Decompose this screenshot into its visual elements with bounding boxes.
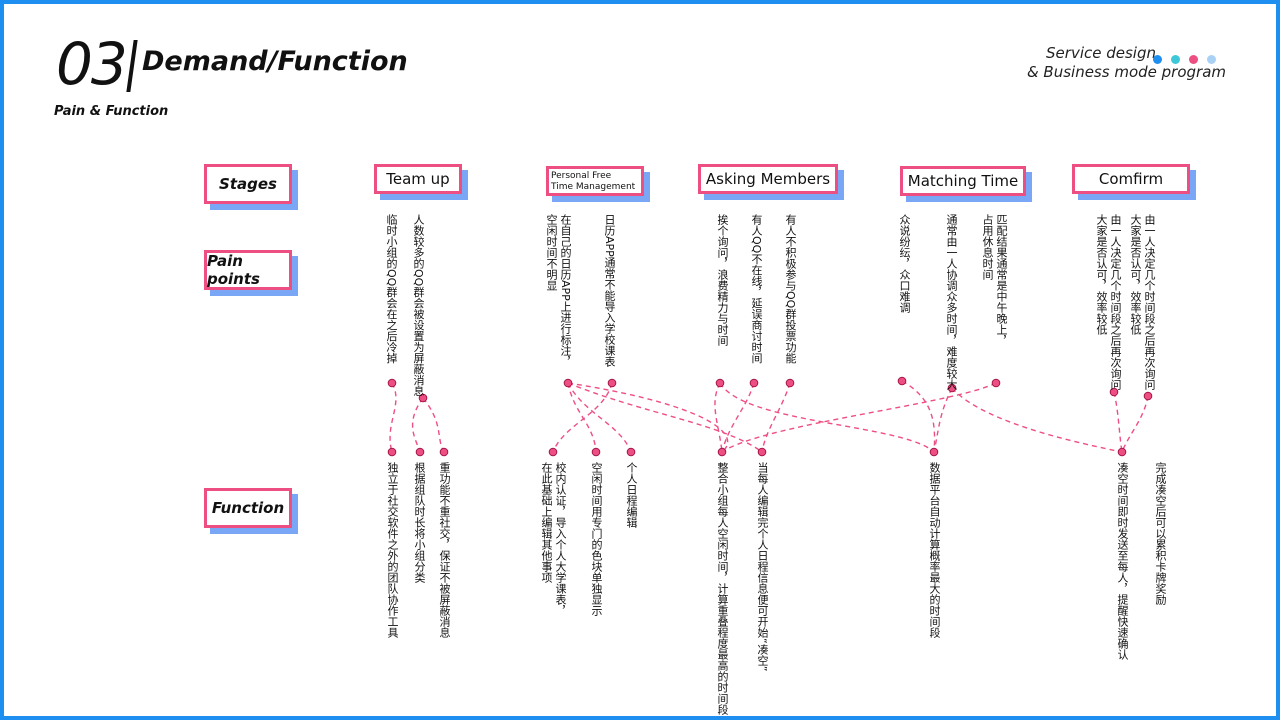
stage-team-up: Team up	[374, 164, 462, 194]
pain-dot-7	[785, 378, 795, 388]
stage-confirm: Comfirm	[1072, 164, 1190, 194]
func-text-campus-auth: 校内认证，导入个人大学课表， 在此基础上编辑其他事项	[540, 462, 567, 616]
pain-text-calendar-import: 日历APP通常不能导入学校课表	[603, 214, 616, 367]
func-dot-2	[415, 447, 425, 457]
stage-matching-label: Matching Time	[907, 172, 1019, 190]
connector-7	[567, 382, 763, 453]
stage-asking-label: Asking Members	[705, 170, 831, 188]
section-title: Demand/Function	[142, 46, 408, 77]
decorative-dots	[1144, 49, 1216, 68]
connector-18	[1121, 395, 1149, 453]
func-text-no-social: 重功能不重社交，保证不被屏蔽消息	[438, 462, 451, 638]
stage-matching-time: Matching Time	[900, 166, 1026, 196]
func-dot-4	[548, 447, 558, 457]
stages-row-label: Stages	[204, 164, 292, 204]
connector-12	[719, 382, 935, 453]
stage-personal-line-2: Time Management	[551, 182, 636, 192]
pain-dot-11	[1109, 387, 1119, 397]
func-text-color-blocks: 空闲时间用专门的色块单独显示	[590, 462, 603, 616]
func-dot-3	[439, 447, 449, 457]
func-dot-8	[757, 447, 767, 457]
section-number: 03	[56, 30, 128, 98]
pain-text-poll: 有人不积极参与QQ群投票功能	[784, 214, 797, 364]
slide: 03 Demand/Function Pain & Function Servi…	[4, 4, 1276, 716]
connector-lines	[387, 376, 1153, 457]
stage-confirm-label: Comfirm	[1098, 170, 1164, 188]
dot-pink	[1189, 55, 1198, 64]
pain-dot-9	[947, 383, 957, 393]
pain-dot-10	[991, 378, 1001, 388]
connector-5	[567, 382, 597, 453]
func-dot-9	[929, 447, 939, 457]
pain-text-disagreement: 众说纷纭，众口难调	[898, 214, 911, 313]
func-dot-5	[591, 447, 601, 457]
pain-points-row-label: Pain points	[204, 250, 292, 290]
func-text-instant-notify: 凑空时间即时发送至每人，提醒快速确认	[1116, 462, 1129, 660]
pain-text-coordination: 通常由一人协调众多时间，难度较大	[945, 214, 958, 390]
pain-text-offline: 有人QQ不在线，延误商讨时间	[750, 214, 763, 364]
func-text-card-reward: 完成凑空后可以累积卡牌奖励	[1154, 462, 1167, 605]
stages-label-text: Stages	[219, 175, 277, 193]
pain-text-confirm-efficiency-b: 由一人决定几个时间段之后再次询问 大家是否认可，效率较低	[1095, 214, 1122, 390]
pain-dot-6	[749, 378, 759, 388]
connector-6	[567, 382, 632, 453]
connector-13	[901, 380, 936, 453]
connector-17	[1113, 391, 1123, 453]
dot-blue	[1153, 55, 1162, 64]
function-label-text: Function	[211, 499, 285, 517]
pain-text-qq-muted: 人数较多的QQ群会被设置为屏蔽消息	[412, 214, 425, 397]
stage-personal-line-1: Personal Free	[551, 171, 612, 181]
pain-text-calendar-mark: 在自己的日历APP上进行标注， 空闲时间不明显	[545, 214, 572, 367]
func-text-schedule-edit: 个人日程编辑	[625, 462, 638, 528]
brand-line-2: & Business mode program	[1026, 63, 1226, 81]
func-dot-7	[717, 447, 727, 457]
func-text-auto-calc: 数据平台自动计算概率最大的时间段	[928, 462, 941, 638]
pain-text-rest-time: 匹配结果通常是中午晚上， 占用休息时间	[981, 214, 1008, 346]
pain-dot-2	[418, 393, 428, 403]
pain-dot-8	[897, 376, 907, 386]
pain-dot-4	[607, 378, 617, 388]
pain-dot-5	[715, 378, 725, 388]
func-text-start-matching: 当每人编辑完个人日程信息便可开始“凑空”	[756, 462, 769, 672]
connector-3	[422, 397, 445, 453]
dot-light-blue	[1207, 55, 1216, 64]
connector-9	[721, 382, 755, 453]
connector-15	[721, 382, 997, 453]
stage-team-up-label: Team up	[386, 170, 450, 188]
pain-text-confirm-efficiency-a: 由一人决定几个时间段之后再次询问 大家是否认可，效率较低	[1129, 214, 1156, 390]
pain-dot-3	[563, 378, 573, 388]
func-dot-10	[1117, 447, 1127, 457]
brand-line-1: Service design	[1046, 44, 1156, 62]
pain-label-text: Pain points	[207, 252, 260, 288]
connector-1	[389, 382, 397, 453]
section-subtitle: Pain & Function	[54, 104, 169, 119]
func-text-classify: 根据组队时长将小组分类	[413, 462, 426, 583]
pain-text-ask-one-by-one: 挨个询问，浪费精力与时间	[716, 214, 729, 346]
pain-text-qq-cold: 临时小组的QQ群会在之后冷掉	[385, 214, 398, 364]
dot-cyan	[1171, 55, 1180, 64]
pain-dot-12	[1143, 391, 1153, 401]
connector-10	[761, 382, 791, 453]
connector-16	[951, 387, 1123, 453]
connector-2	[411, 397, 424, 453]
stage-asking-members: Asking Members	[698, 164, 838, 194]
func-dot-6	[626, 447, 636, 457]
connector-8	[714, 382, 723, 453]
pain-dot-1	[387, 378, 397, 388]
func-dot-1	[387, 447, 397, 457]
func-text-independent-tool: 独立于社交软件之外的团队协作工具	[386, 462, 399, 638]
connector-11	[567, 382, 729, 453]
function-row-label: Function	[204, 488, 292, 528]
brand-caption: Service design & Business mode program	[1027, 44, 1226, 82]
func-text-overlap: 整合小组每人空闲时间，计算重叠程度最高的时间段	[716, 462, 729, 715]
stage-personal-free-time: Personal Free Time Management	[546, 166, 644, 196]
